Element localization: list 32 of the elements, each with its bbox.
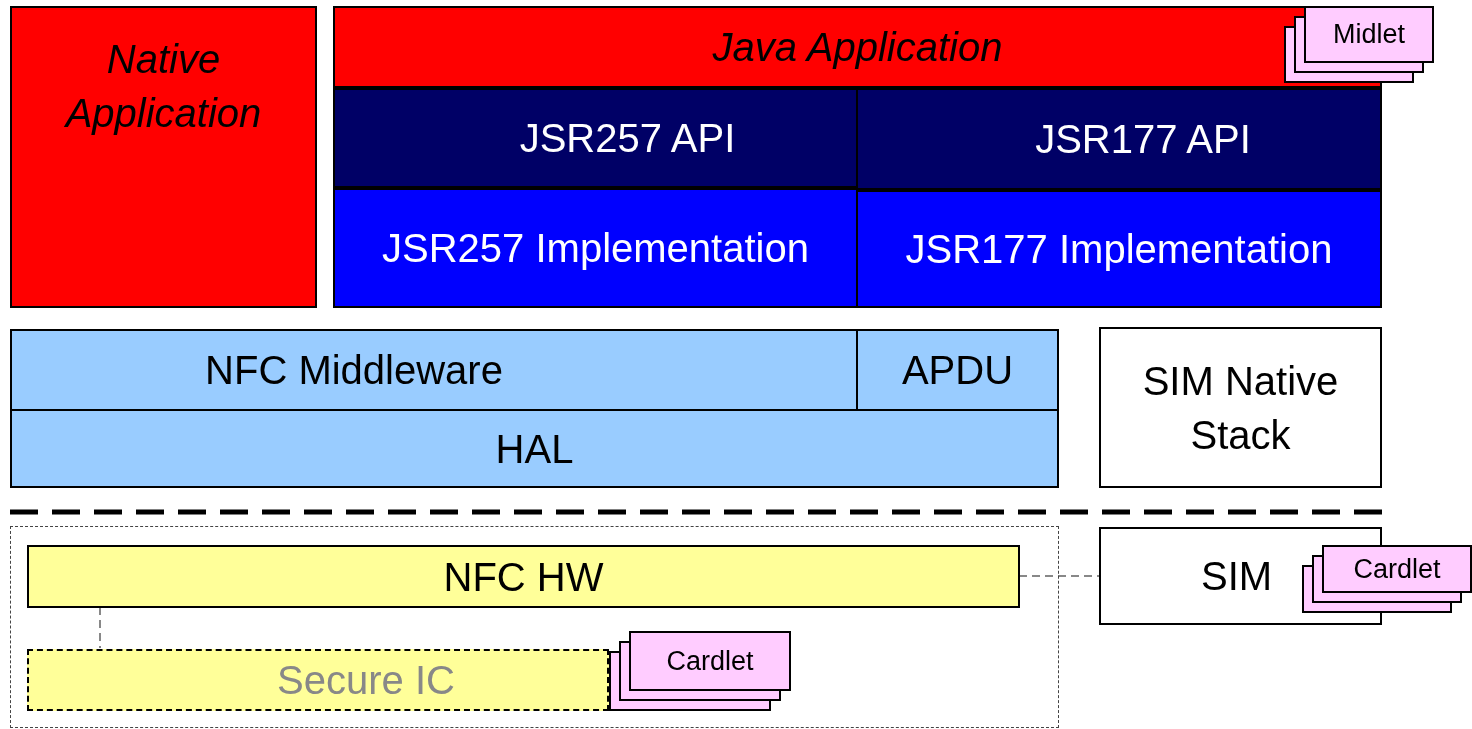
block-label: Secure IC xyxy=(276,657,455,704)
block-label: JSR177 API xyxy=(1034,116,1251,163)
block-label: Native Application xyxy=(63,36,263,137)
hardware-group-box xyxy=(10,526,1059,728)
block-label: Java Application xyxy=(712,24,1003,71)
block-label: SIM xyxy=(1200,553,1273,600)
apdu-block xyxy=(856,329,1059,411)
implementation-block xyxy=(333,188,858,308)
hardware-block xyxy=(27,545,1020,608)
card-label: Cardlet xyxy=(1353,552,1441,586)
block-label: APDU xyxy=(901,347,1014,394)
application-block xyxy=(10,6,317,308)
secure-ic-block xyxy=(27,649,609,711)
block-label: HAL xyxy=(495,425,574,473)
implementation-block xyxy=(856,190,1382,308)
midlet-card-stack xyxy=(1284,6,1434,83)
api-block xyxy=(333,88,858,188)
block-label: NFC HW xyxy=(443,553,604,601)
cardlet-card-stack xyxy=(1302,545,1472,613)
card-label: Cardlet xyxy=(666,644,754,678)
api-block xyxy=(856,88,1382,190)
sim-stack-block xyxy=(1099,327,1382,488)
hal-block xyxy=(10,409,1059,488)
block-label: JSR257 Implementation xyxy=(382,225,809,272)
middleware-block xyxy=(10,329,858,411)
block-label: SIM Native Stack xyxy=(1141,357,1340,459)
block-label: JSR257 API xyxy=(518,115,736,162)
block-label: JSR177 Implementation xyxy=(905,226,1333,273)
connector-line xyxy=(99,606,101,649)
cardlet-card-stack xyxy=(609,631,791,711)
card-label: Midlet xyxy=(1333,18,1405,52)
block-label: NFC Middleware xyxy=(205,347,504,394)
